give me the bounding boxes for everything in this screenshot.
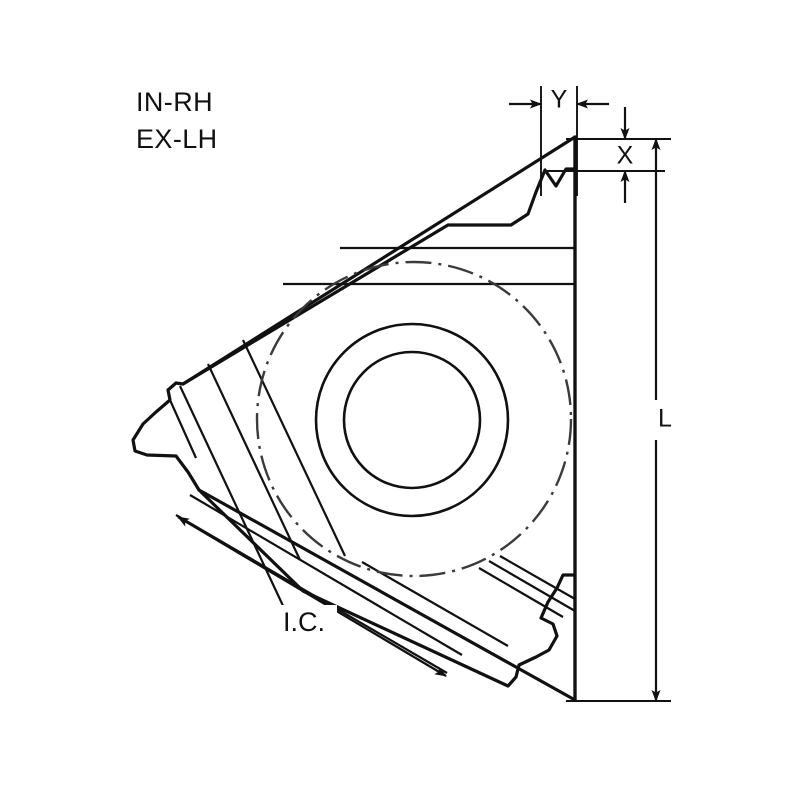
ic-dimension-line bbox=[177, 516, 447, 677]
dimension-y-group: Y bbox=[509, 86, 609, 196]
mounting-hole-group bbox=[314, 322, 510, 518]
inscribed-circle-centerline bbox=[255, 260, 573, 578]
chipbreaker-line-bottom-inner bbox=[478, 567, 564, 618]
ic-dimension-label: I.C. bbox=[283, 607, 325, 637]
y-dimension-label: Y bbox=[551, 86, 568, 114]
l-label-backdrop bbox=[648, 400, 678, 440]
chipbreaker-line-bottom-edge bbox=[488, 560, 576, 612]
dimension-ic-group: I.C. bbox=[175, 494, 463, 677]
chipbreaker-line-left-upper bbox=[207, 363, 301, 561]
hole-outer-circle bbox=[314, 322, 510, 518]
insert-body-outline bbox=[131, 135, 577, 702]
hand-labels-group: IN-RH EX-LH bbox=[136, 87, 218, 154]
dimension-x-group: X bbox=[545, 107, 665, 203]
insert-bottom-left-edge bbox=[197, 488, 577, 702]
chipbreaker-line-bottom-flank bbox=[499, 555, 576, 600]
l-dimension-label: L bbox=[658, 405, 672, 433]
hand-label-in-rh: IN-RH bbox=[136, 87, 213, 117]
x-dimension-label: X bbox=[617, 142, 634, 170]
ic-label-backdrop bbox=[271, 605, 337, 639]
dimension-l-group: L bbox=[566, 138, 678, 702]
chipbreaker-line-left-nose-b bbox=[168, 399, 198, 459]
insert-top-left-edge bbox=[181, 135, 577, 386]
hole-inner-circle bbox=[342, 350, 482, 490]
hand-label-ex-lh: EX-LH bbox=[136, 124, 218, 154]
